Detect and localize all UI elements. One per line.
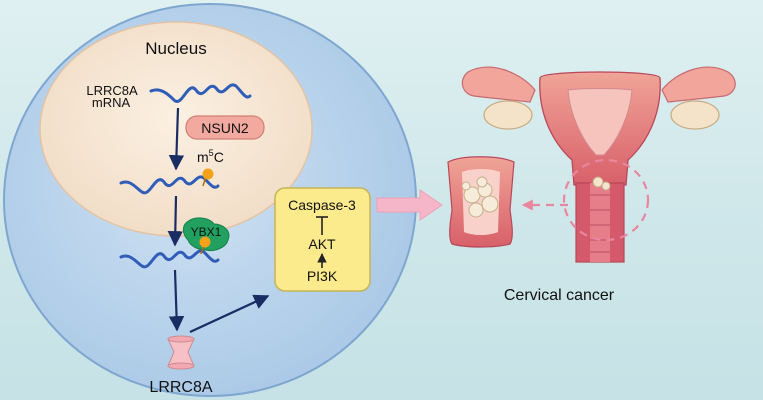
nucleus-label: Nucleus — [145, 39, 206, 58]
mrna-strand-cytoplasmic — [119, 249, 220, 269]
cervix-highlight-circle — [562, 158, 650, 242]
lrrc8a-channel — [167, 335, 195, 370]
mrna-strand-nuclear — [149, 83, 252, 103]
m5c-mark-dot — [202, 168, 214, 180]
ybx1-label: YBX1 — [191, 225, 222, 239]
pathway-box — [274, 187, 371, 292]
tumor-cross-section — [447, 156, 515, 248]
arrow-transcription — [168, 107, 185, 171]
channel-label: LRRC8A — [149, 379, 212, 396]
mrna-label-line2: mRNA — [92, 95, 131, 110]
cancer-label: Cervical cancer — [504, 287, 615, 304]
nsun2-label: NSUN2 — [201, 120, 249, 136]
arrow-to-pathway — [189, 294, 270, 333]
arrow-export — [167, 195, 183, 247]
arrow-translation — [168, 269, 185, 332]
nsun2-enzyme — [185, 115, 265, 140]
uterus-illustration — [461, 66, 736, 263]
m5c-label: m5C — [197, 148, 224, 165]
ybx1-protein — [182, 217, 230, 251]
mrna-label-line1: LRRC8A — [86, 83, 138, 98]
pink-arrow — [376, 189, 443, 221]
m5c-mark-dot-2 — [199, 236, 211, 248]
pathway-pi3k: PI3K — [307, 268, 338, 284]
pathway-caspase: Caspase-3 — [288, 197, 356, 213]
pathway-akt: AKT — [308, 236, 336, 252]
